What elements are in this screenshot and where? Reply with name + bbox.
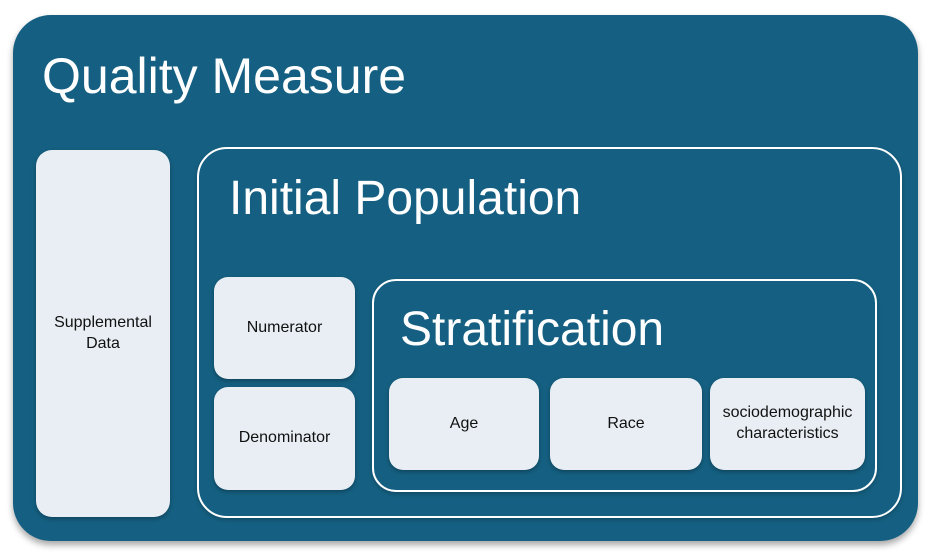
stratum-race-label: Race (607, 414, 645, 432)
stratum-age-box: Age (389, 378, 539, 470)
stratum-age-label: Age (449, 414, 479, 432)
initial-population-box: Initial Population Numerator Denominator… (197, 147, 902, 518)
stratification-title: Stratification (400, 303, 665, 356)
denominator-box: Denominator (214, 387, 355, 490)
stratum-sociodemographic-box: sociodemographic characteristics (710, 378, 865, 470)
stratum-race-box: Race (550, 378, 702, 470)
quality-measure-title: Quality Measure (42, 48, 407, 104)
initial-population-title: Initial Population (229, 172, 582, 225)
numerator-box: Numerator (214, 277, 355, 379)
stratification-box: Stratification Age Race sociodemographic… (372, 279, 877, 492)
stratum-sociodemographic-label: sociodemographic characteristics (722, 404, 853, 442)
denominator-label: Denominator (238, 429, 331, 447)
quality-measure-box: Quality Measure Supplemental Data Initia… (13, 15, 918, 541)
numerator-label: Numerator (246, 318, 323, 336)
supplemental-data-box: Supplemental Data (36, 150, 170, 517)
supplemental-data-label: Supplemental Data (54, 313, 152, 352)
